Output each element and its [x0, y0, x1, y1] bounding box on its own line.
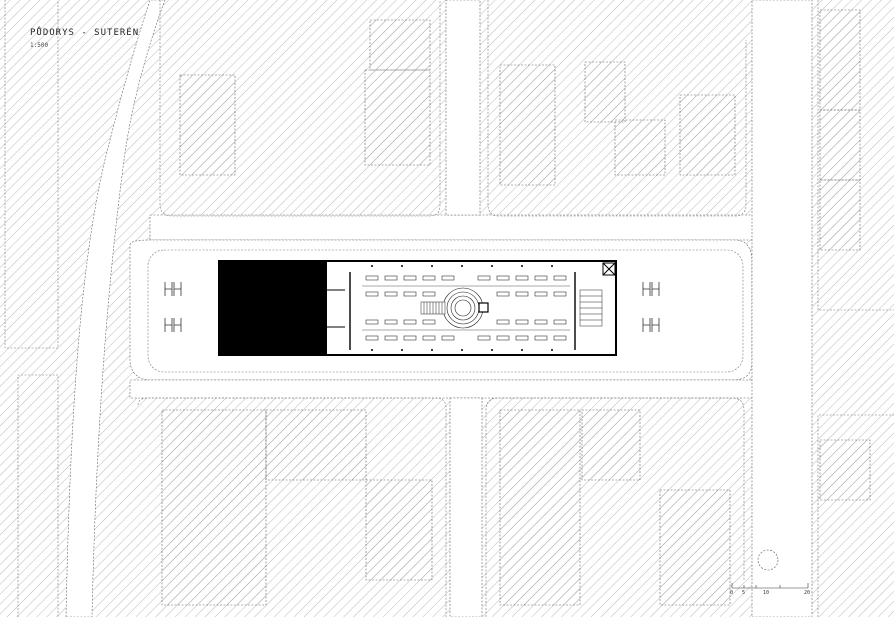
stair-run	[420, 301, 446, 315]
elevator-core	[478, 302, 489, 313]
structural-columns	[371, 265, 553, 351]
east-stairs	[579, 289, 603, 327]
parking-basement	[218, 260, 617, 356]
street-vertical-1	[445, 0, 481, 216]
buildings	[161, 9, 871, 606]
street-vertical-2	[449, 397, 483, 617]
tree-icon	[757, 549, 779, 571]
street-vertical-east	[751, 0, 813, 617]
median-benches	[164, 282, 660, 332]
street-north	[149, 214, 793, 241]
scale-tick-20: 20	[804, 590, 811, 596]
scale-tick-5: 5	[742, 590, 746, 596]
lift-shaft	[602, 262, 616, 276]
drawing-title: PŮDORYS - SUTERÉN	[30, 28, 140, 38]
block-outlines	[4, 0, 894, 617]
curved-street	[65, 0, 166, 617]
street-south	[129, 379, 771, 399]
scale-tick-10: 10	[763, 590, 770, 596]
drawing-scale: 1:500	[30, 42, 49, 49]
scale-tick-0: 0	[730, 590, 734, 596]
scale-bar	[731, 583, 809, 589]
parking-stalls	[365, 275, 567, 341]
solid-service-block	[219, 261, 327, 355]
